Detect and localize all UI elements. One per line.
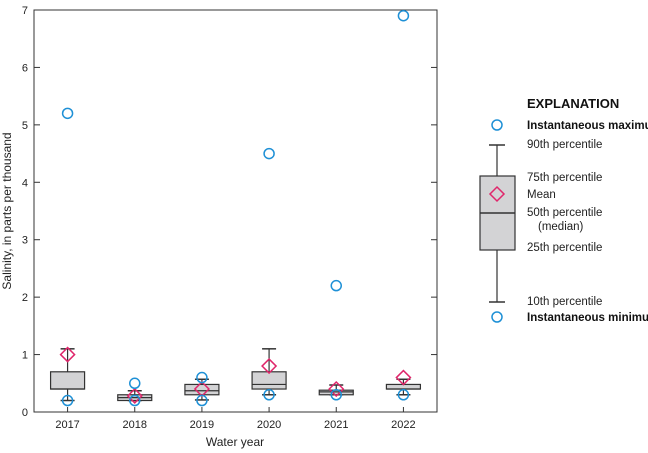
max-marker [263, 147, 275, 160]
box-2020 [251, 147, 287, 401]
x-axis-label: Water year [206, 435, 264, 449]
x-tick-label: 2021 [324, 419, 348, 431]
x-tick-label: 2019 [190, 419, 214, 431]
legend-title: EXPLANATION [527, 96, 619, 111]
min-marker [330, 389, 342, 401]
max-marker [330, 279, 342, 292]
mean-marker [261, 357, 278, 375]
legend-max: Instantaneous maximum [527, 120, 648, 132]
box-2021 [318, 279, 354, 401]
x-tick-label: 2017 [55, 419, 79, 431]
legend-p75: 75th percentile [527, 172, 602, 184]
legend-median-2: (median) [538, 221, 584, 233]
y-tick-label: 3 [22, 235, 28, 247]
min-marker [397, 389, 410, 401]
mean-marker [126, 387, 143, 404]
legend-mean-symbol [488, 185, 506, 203]
y-axis-label: Salinity, in parts per thousand [0, 132, 14, 289]
plot-frame [33, 9, 438, 413]
y-tick-label: 0 [22, 407, 28, 419]
max-marker [196, 371, 208, 384]
max-marker [61, 107, 74, 120]
y-tick-label: 1 [22, 350, 28, 362]
min-marker [196, 394, 208, 407]
y-tick-label: 6 [22, 62, 28, 74]
iqr-box [251, 371, 287, 390]
y-tick-label: 5 [22, 120, 28, 132]
legend-max-symbol [491, 119, 503, 131]
min-marker [61, 394, 74, 407]
legend-p90: 90th percentile [527, 139, 602, 151]
box-2019 [184, 371, 220, 407]
y-tick-label: 7 [22, 5, 28, 17]
min-marker [129, 394, 141, 407]
mean-marker [395, 369, 412, 386]
min-marker [263, 389, 275, 401]
legend: EXPLANATION Instantaneous maximum 90th p… [479, 96, 648, 324]
y-tick-label: 4 [22, 177, 28, 189]
y-tick-label: 2 [22, 292, 28, 304]
box-2018 [117, 377, 153, 407]
legend-p10: 10th percentile [527, 296, 602, 308]
mean-marker [328, 380, 345, 398]
legend-min-symbol [491, 311, 503, 323]
legend-median: 50th percentile [527, 207, 602, 219]
x-tick-label: 2018 [123, 419, 147, 431]
legend-mean: Mean [527, 189, 556, 201]
box-2017 [49, 107, 86, 407]
legend-min: Instantaneous minimum [527, 312, 648, 324]
x-tick-label: 2020 [257, 419, 281, 431]
legend-p25: 25th percentile [527, 242, 602, 254]
max-marker [129, 377, 141, 390]
max-marker [397, 9, 410, 22]
mean-marker [59, 346, 76, 363]
box-2022 [385, 9, 422, 401]
iqr-box [49, 371, 86, 390]
iqr-box [184, 383, 220, 396]
x-tick-label: 2022 [391, 419, 415, 431]
